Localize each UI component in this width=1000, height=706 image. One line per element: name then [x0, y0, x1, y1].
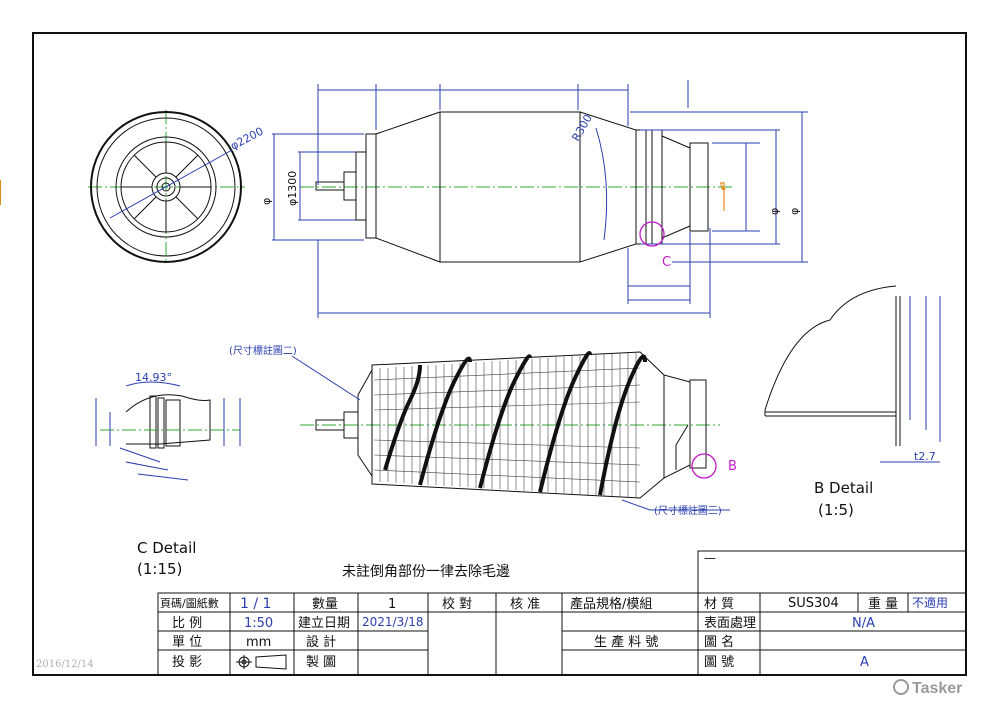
title-material-value: SUS304 — [788, 596, 839, 611]
title-number-label: 圖 號 — [704, 655, 734, 670]
title-spec-label: 產品規格/模組 — [570, 596, 652, 612]
dim-thickness: t2.7 — [914, 450, 936, 463]
detail-b-marker: B — [728, 459, 737, 474]
title-logo-mark: — — [704, 551, 716, 565]
general-note: 未註倒角部份一律去除毛邊 — [342, 564, 510, 580]
title-page-value: 1 / 1 — [240, 596, 271, 612]
title-weight-label: 重 量 — [868, 596, 898, 612]
title-created-value: 2021/3/18 — [362, 615, 424, 629]
title-part-no-label: 生 產 料 號 — [594, 634, 658, 650]
end-view: φ2200 — [88, 110, 266, 263]
title-drawn-label: 製 圖 — [306, 655, 336, 670]
title-scale-label: 比 例 — [172, 616, 202, 631]
title-check-label: 校 對 — [442, 596, 472, 612]
dim-radius-300: R300 — [569, 112, 595, 143]
dim-diameter-outlet: φ — [768, 208, 781, 215]
title-unit-label: 單 位 — [172, 635, 202, 650]
title-page-label: 頁碼/圖紙數 — [160, 596, 219, 610]
detail-b-title: B Detail — [814, 479, 873, 497]
section-view: B (尺寸標註圖二) (尺寸標註圖三) — [229, 344, 737, 517]
title-number-value: A — [860, 655, 869, 670]
title-created-label: 建立日期 — [298, 616, 350, 631]
side-view-top: φ φ1300 R300 φ φ C — [0, 80, 808, 318]
detail-c-view: 14.93° C Detail (1:15) — [95, 371, 241, 578]
title-finish-value: N/A — [852, 616, 875, 631]
title-approve-label: 核 准 — [510, 597, 540, 612]
detail-c-scale: (1:15) — [137, 560, 182, 578]
detail-c-title: C Detail — [137, 539, 196, 557]
dim-angle: 14.93° — [135, 371, 172, 384]
dim-diameter-flange: φ — [788, 208, 801, 215]
watermark-logo-icon — [893, 679, 909, 695]
title-projection-label: 投 影 — [172, 654, 202, 670]
detail-c-marker: C — [662, 255, 671, 270]
title-scale-value: 1:50 — [244, 616, 273, 631]
title-name-label: 圖 名 — [704, 634, 734, 650]
title-weight-value: 不適用 — [912, 595, 948, 610]
dim-diameter-outer: φ — [260, 198, 273, 205]
title-qty-value: 1 — [388, 597, 396, 612]
title-block — [157, 550, 967, 676]
projection-symbol-icon — [236, 654, 287, 670]
note-dimension-ref-3: (尺寸標註圖三) — [654, 504, 722, 517]
title-unit-value: mm — [246, 635, 271, 650]
title-material-label: 材 質 — [704, 597, 734, 612]
dim-diameter-2200: φ2200 — [228, 125, 265, 153]
watermark: Tasker — [912, 680, 962, 697]
title-finish-label: 表面處理 — [704, 616, 756, 631]
title-design-label: 設 計 — [306, 634, 336, 650]
note-dimension-ref-2: (尺寸標註圖二) — [229, 344, 297, 357]
detail-b-view: t2.7 B Detail (1:5) — [764, 285, 941, 519]
dim-diameter-1300: φ1300 — [286, 171, 299, 206]
title-qty-label: 數量 — [312, 597, 338, 612]
corner-date: 2016/12/14 — [36, 659, 94, 670]
detail-b-scale: (1:5) — [818, 501, 854, 519]
